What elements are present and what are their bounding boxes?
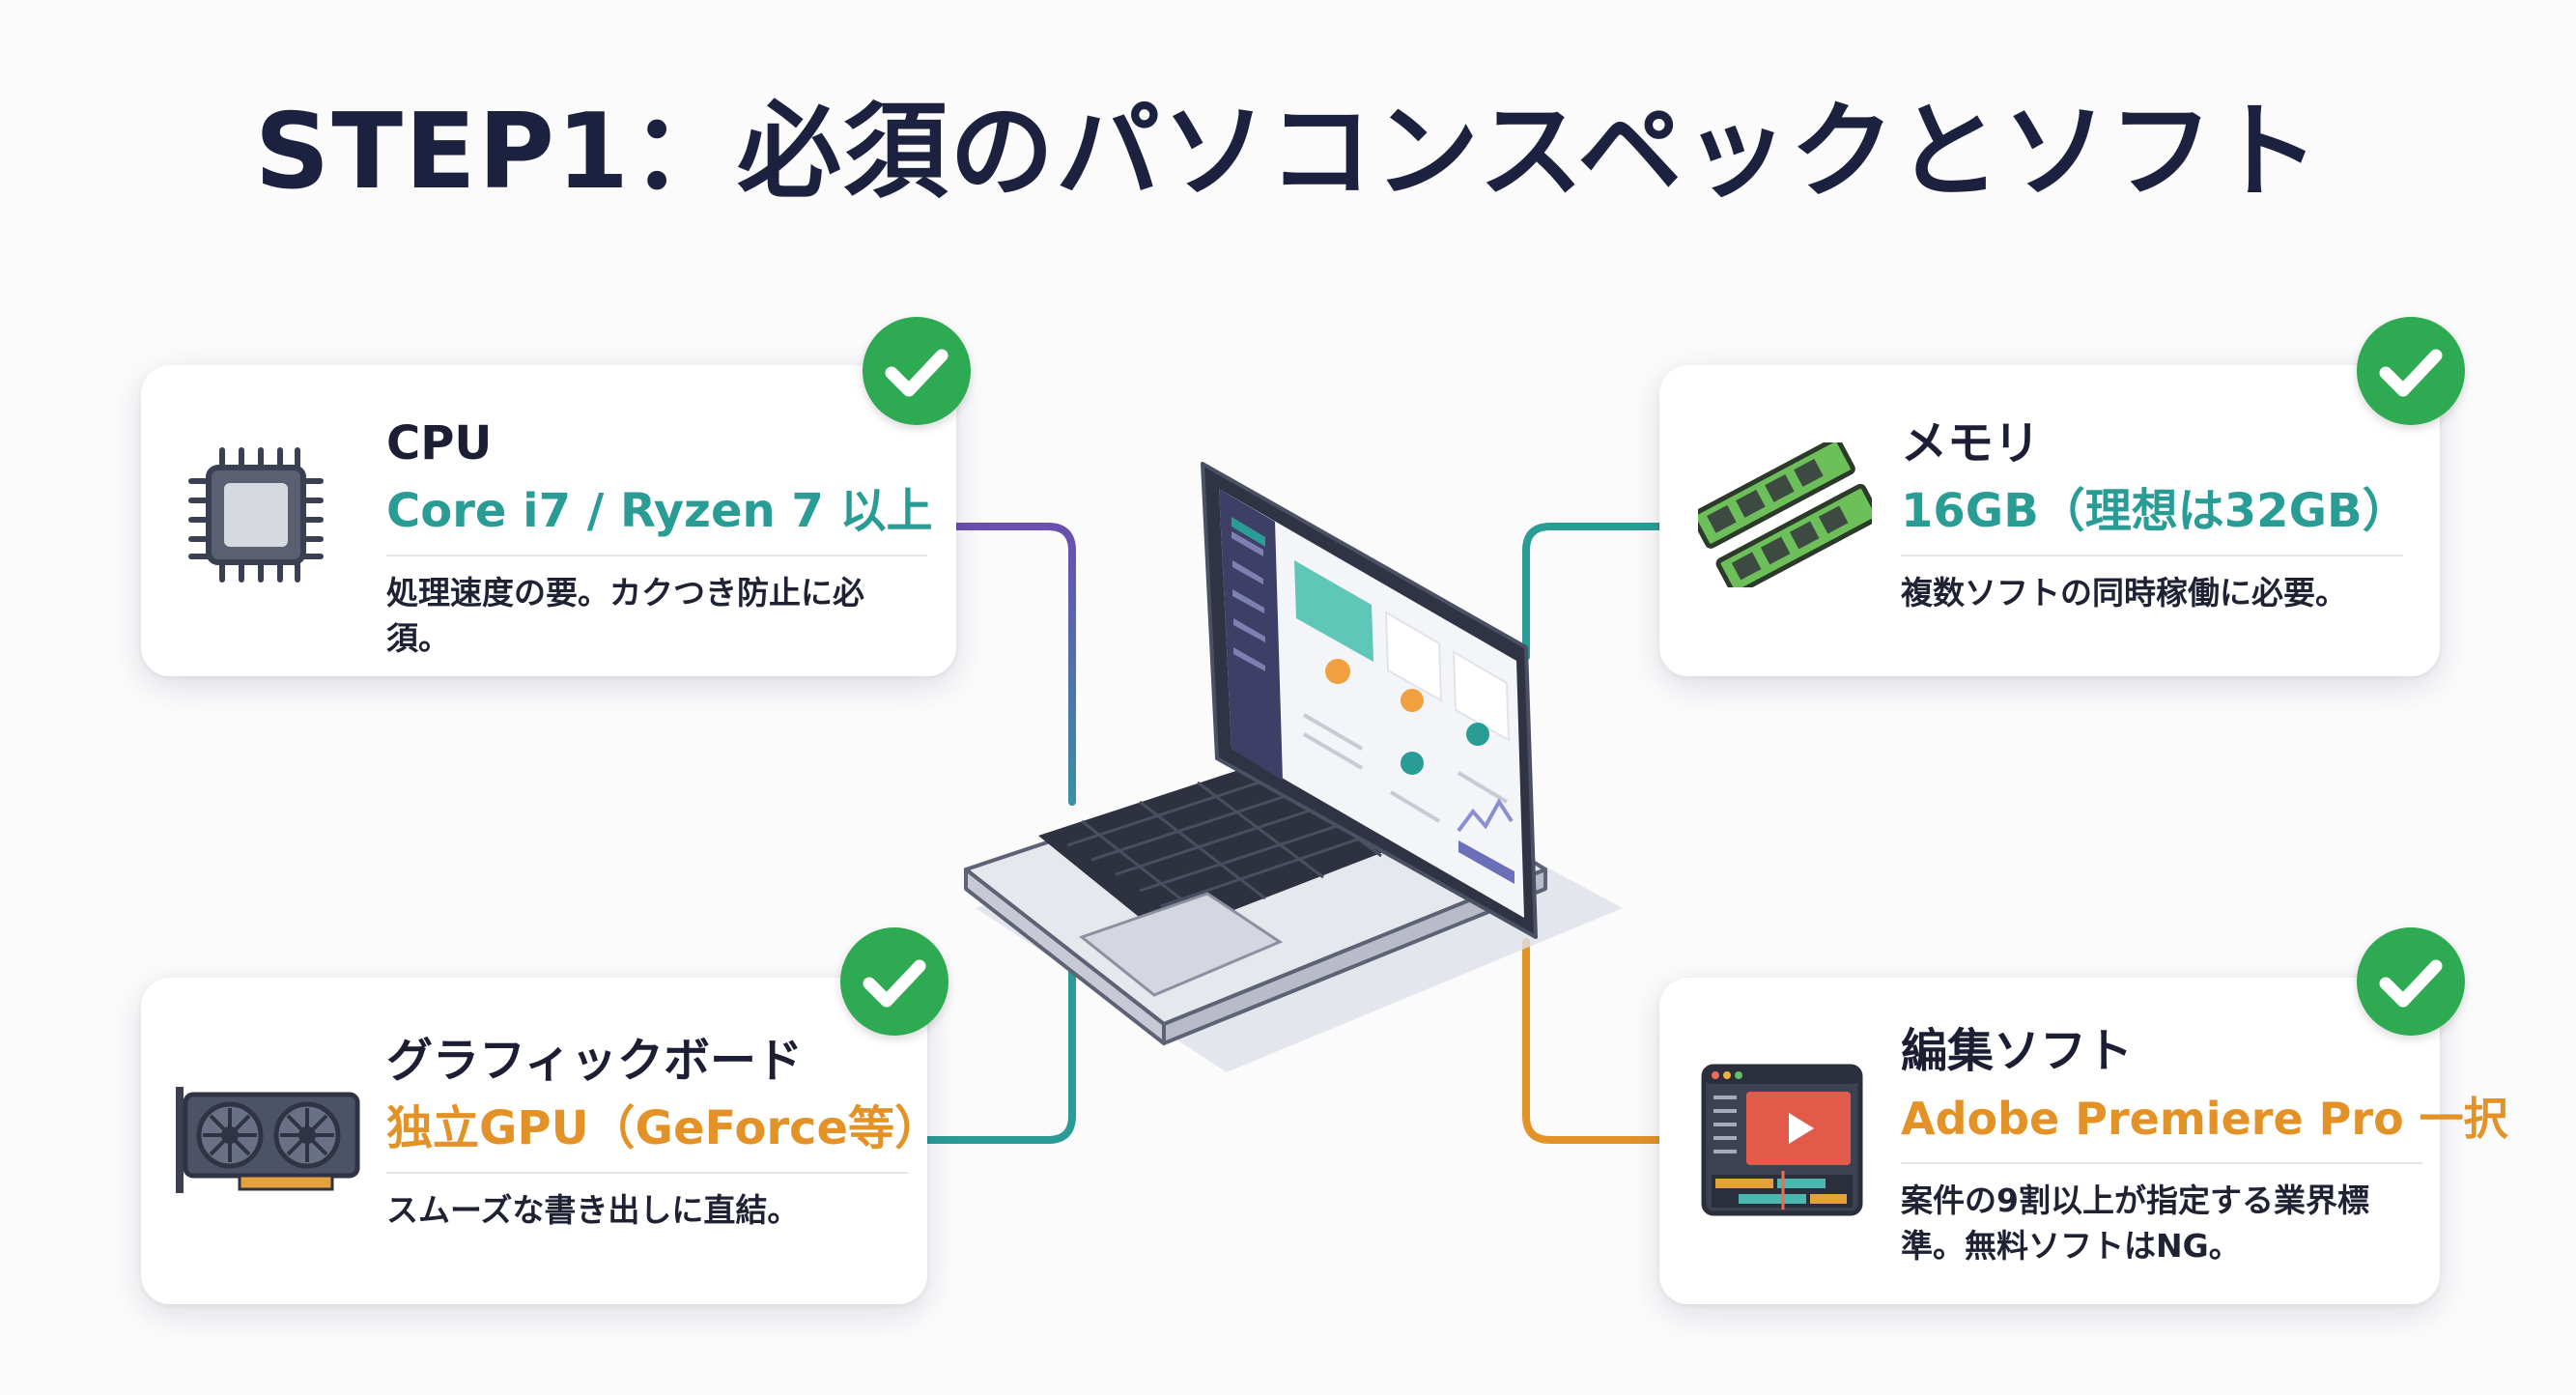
video-editor-icon (1701, 1064, 1863, 1216)
memory-description: 複数ソフトの同時稼働に必要。 (1901, 574, 2347, 612)
gpu-connector (923, 953, 1076, 1144)
cpu-card: CPU Core i7 / Ryzen 7 以上 処理速度の要。カクつき防止に必… (141, 365, 956, 676)
ram-module-icon (1698, 442, 1872, 587)
cpu-connector (952, 523, 1076, 806)
cpu-description: 処理速度の要。カクつき防止に必須。 (386, 574, 864, 657)
gpu-title: グラフィックボード (386, 1034, 804, 1088)
graphics-card-icon (176, 1087, 360, 1193)
software-description: 案件の9割以上が指定する業界標準。無料ソフトはNG。 (1901, 1181, 2369, 1265)
software-spec: Adobe Premiere Pro 一択 (1901, 1087, 2508, 1164)
check-icon (2357, 927, 2465, 1036)
software-card: 編集ソフト Adobe Premiere Pro 一択 案件の9割以上が指定する… (1659, 978, 2508, 1304)
gpu-spec: 独立GPU（GeForce等） (386, 1096, 941, 1174)
software-connector (1522, 938, 1663, 1144)
gpu-card: グラフィックボード 独立GPU（GeForce等） スムーズな書き出しに直結。 (141, 978, 941, 1304)
laptop-illustration (964, 462, 1623, 1072)
check-icon (840, 927, 948, 1036)
cpu-spec: Core i7 / Ryzen 7 以上 (386, 479, 933, 556)
cpu-chip-icon (188, 447, 324, 583)
memory-title: メモリ (1901, 416, 2041, 470)
cpu-title: CPU (386, 416, 493, 470)
software-title: 編集ソフト (1901, 1024, 2134, 1078)
check-icon (2357, 317, 2465, 425)
gpu-description: スムーズな書き出しに直結。 (386, 1191, 800, 1229)
memory-spec: 16GB（理想は32GB） (1901, 479, 2409, 556)
memory-card: メモリ 16GB（理想は32GB） 複数ソフトの同時稼働に必要。 (1659, 365, 2440, 676)
page-title: STEP1：必須のパソコンスペックとソフト (254, 92, 2322, 213)
memory-connector (1522, 523, 1663, 661)
check-icon (863, 317, 971, 425)
